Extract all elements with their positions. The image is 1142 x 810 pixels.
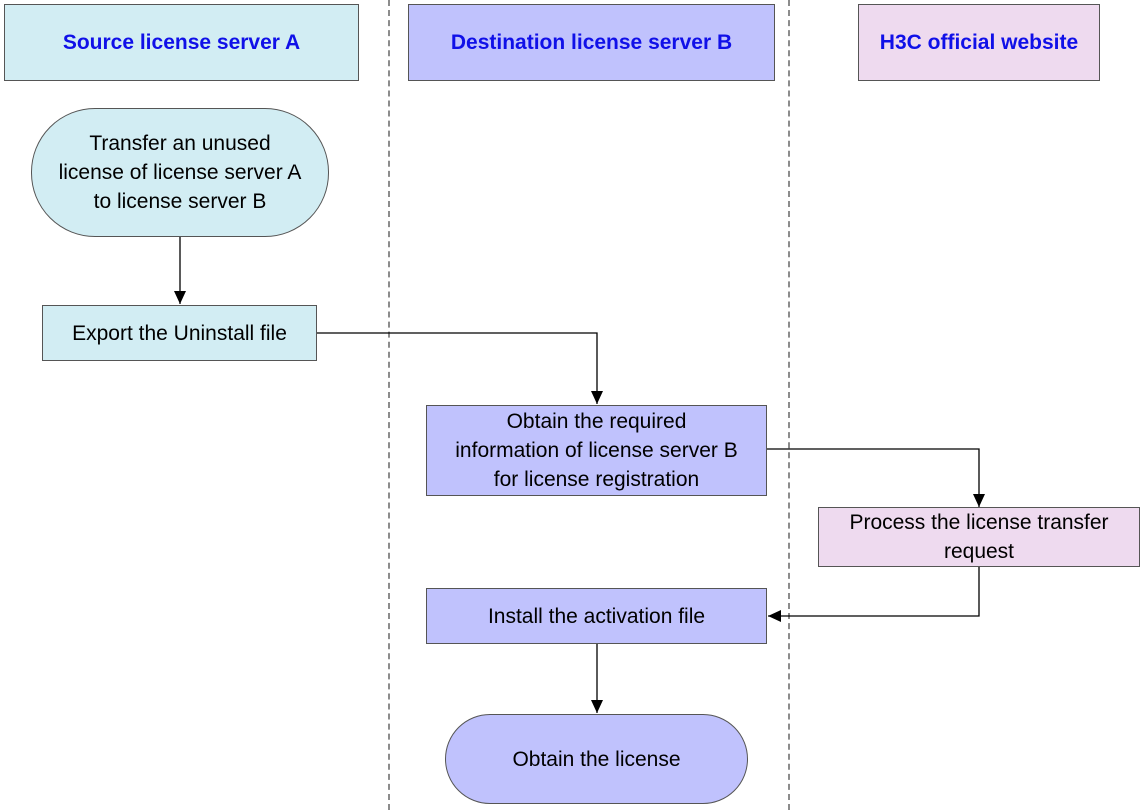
- arrow-export-to-obtain-info: [317, 332, 603, 404]
- start-node-label: Transfer an unused license of license se…: [58, 132, 302, 213]
- lane-header-destination: Destination license server B: [408, 4, 775, 81]
- start-node: Transfer an unused license of license se…: [31, 108, 329, 237]
- arrow-process-to-install: [768, 567, 980, 622]
- lane-header-website-label: H3C official website: [879, 31, 1079, 54]
- process-transfer-step: Process the license transfer request: [818, 507, 1140, 567]
- lane-divider-right: [788, 0, 790, 810]
- obtain-info-step: Obtain the required information of licen…: [426, 405, 767, 496]
- export-uninstall-step: Export the Uninstall file: [42, 305, 317, 361]
- end-node-label: Obtain the license: [512, 747, 681, 771]
- install-activation-step: Install the activation file: [426, 588, 767, 644]
- lane-divider-left: [388, 0, 390, 810]
- end-node: Obtain the license: [445, 714, 748, 804]
- lane-header-website: H3C official website: [858, 4, 1100, 81]
- lane-header-destination-label: Destination license server B: [450, 31, 733, 54]
- install-activation-label: Install the activation file: [487, 604, 706, 628]
- obtain-info-label: Obtain the required information of licen…: [455, 410, 738, 491]
- lane-header-source: Source license server A: [4, 4, 359, 81]
- export-uninstall-label: Export the Uninstall file: [72, 321, 287, 345]
- process-transfer-label: Process the license transfer request: [849, 511, 1109, 563]
- lane-header-source-label: Source license server A: [62, 31, 301, 54]
- arrow-obtain-info-to-process: [767, 448, 985, 507]
